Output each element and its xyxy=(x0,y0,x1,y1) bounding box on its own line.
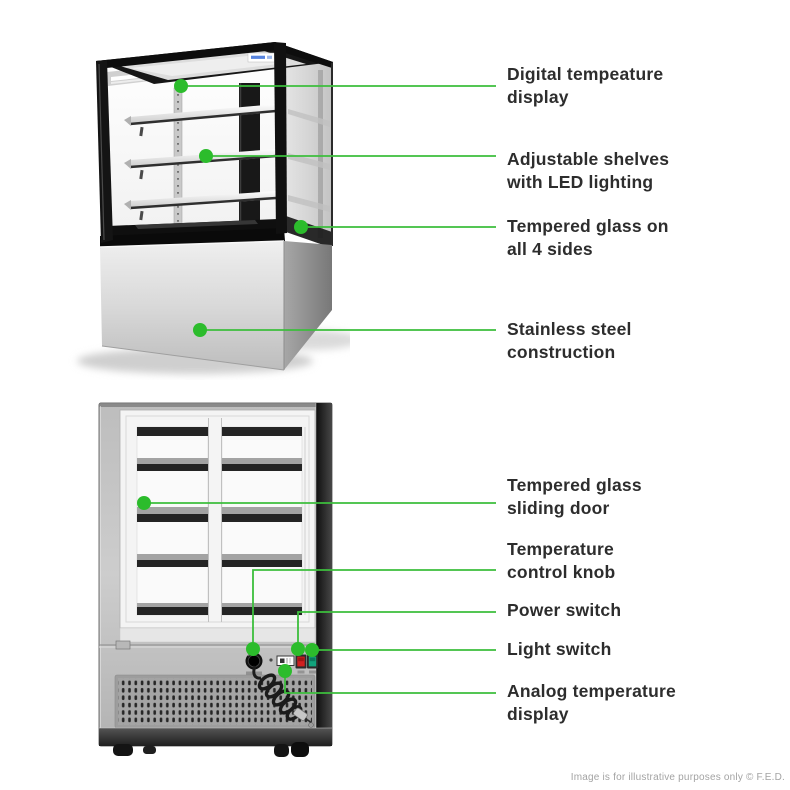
label-analog-display: Analog temperature display xyxy=(507,681,676,724)
label-temp-knob: Temperature control knob xyxy=(507,539,616,582)
power-cord xyxy=(252,665,314,728)
label-adjustable-shelves: Adjustable shelves with LED lighting xyxy=(507,149,670,192)
shelf xyxy=(124,191,277,221)
brand-sticker xyxy=(247,52,276,63)
black-frame xyxy=(96,42,333,246)
label-stainless-steel: Stainless steel construction xyxy=(507,319,632,362)
analog-temperature-display xyxy=(276,655,295,666)
screw xyxy=(269,658,273,662)
label-sliding-door: Tempered glass sliding door xyxy=(507,475,642,518)
stainless-base xyxy=(99,240,332,371)
label-digital-display: Digital tempeature display xyxy=(507,64,664,107)
bottom-band xyxy=(99,727,332,746)
label-tempered-glass: Tempered glass on all 4 sides xyxy=(507,216,669,259)
top-unit-illustration xyxy=(77,42,350,374)
disclaimer-text: Image is for illustrative purposes only … xyxy=(570,772,785,783)
ventilation-grille xyxy=(114,674,316,729)
interior-floor xyxy=(100,219,285,249)
shelf xyxy=(124,104,277,137)
feet xyxy=(113,742,309,757)
label-light-switch: Light switch xyxy=(507,639,612,659)
sliding-glass-door xyxy=(119,409,316,643)
label-power-switch: Power switch xyxy=(507,600,622,620)
bottom-unit-illustration xyxy=(98,402,333,757)
